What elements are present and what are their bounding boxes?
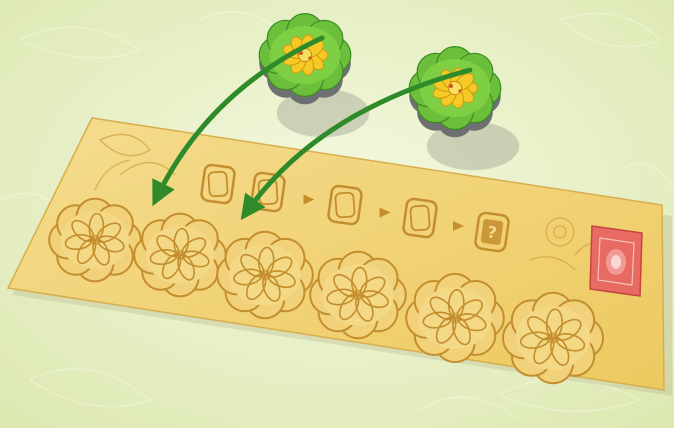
leafy-rosette-icon (503, 293, 603, 383)
bonus-card[interactable] (590, 226, 642, 296)
leafy-rosette-icon (310, 252, 406, 338)
leafy-rosette-icon (406, 274, 504, 362)
leafy-rosette-icon (217, 232, 313, 318)
leafy-rosette-icon (134, 214, 226, 297)
leafy-rosette-icon (49, 199, 141, 282)
